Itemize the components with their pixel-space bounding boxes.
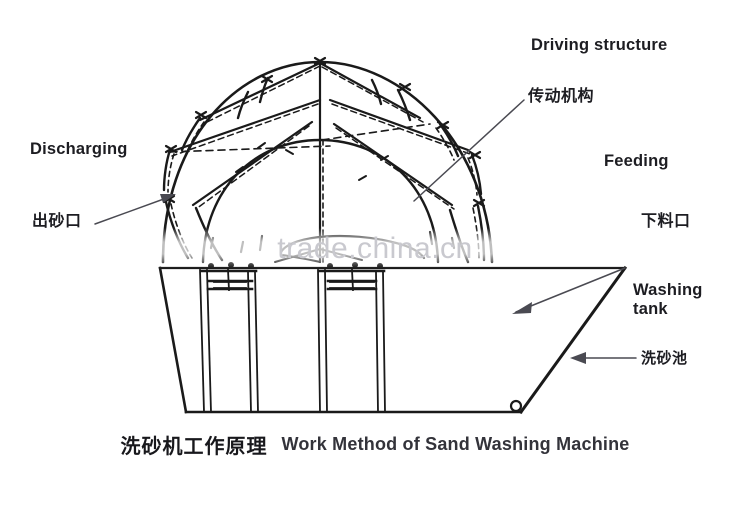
spoke-4-dash: [321, 66, 424, 123]
blade-top-1: [236, 90, 250, 120]
leader-feeding: [515, 267, 626, 313]
caption-cn: 洗砂机工作原理: [120, 434, 268, 458]
label-driving-structure-cn: 传动机构: [528, 86, 595, 105]
splash-ticks: [209, 230, 456, 254]
tank-left-wall: [158, 266, 188, 414]
blade-left-4: [194, 206, 224, 262]
label-discharging-en: Discharging: [30, 140, 128, 158]
diagram-caption: 洗砂机工作原理 Work Method of Sand Washing Machi…: [0, 430, 750, 459]
caption-en: Work Method of Sand Washing Machine: [281, 434, 630, 454]
spoke-6-dash: [335, 127, 455, 210]
spoke-tick-marks: [235, 142, 389, 181]
label-feeding-en: Feeding: [604, 152, 669, 170]
spoke-2-dash: [171, 103, 319, 157]
label-discharging-cn: 出砂口: [32, 211, 82, 230]
spoke-4: [318, 61, 422, 120]
hub-brace-right: [319, 248, 363, 261]
label-washing-tank-en: Washing tank: [633, 281, 703, 320]
blade-right-1b: [435, 127, 455, 161]
leader-driving: [413, 99, 525, 202]
blade-right-2b: [467, 157, 478, 196]
tank-drain-port: [509, 399, 523, 413]
spoke-2: [168, 98, 322, 154]
blade-left-3: [164, 200, 190, 260]
leader-washtank-arrow: [570, 352, 586, 364]
blade-left-2b: [167, 153, 175, 193]
blade-left-1b: [185, 121, 205, 155]
rim-joint-markers: [162, 56, 486, 208]
spoke-3: [191, 120, 314, 207]
blade-right-2: [470, 153, 483, 196]
tank-column-left: [199, 269, 259, 413]
tank-right-wall: [518, 265, 628, 415]
leader-discharging: [94, 195, 173, 225]
tank-column-right: [317, 269, 386, 413]
label-washing-tank-line1: Washing: [633, 281, 703, 299]
blade-top-3: [370, 78, 383, 106]
bucket-wheel-group: [161, 56, 494, 264]
blade-left-2: [162, 148, 172, 192]
tank-column-left-cap: [199, 269, 258, 291]
wheel-chord-dashed-2: [321, 123, 431, 141]
spoke-1: [198, 61, 322, 122]
wheel-chord-dashed: [169, 145, 331, 153]
spoke-6: [332, 122, 454, 207]
label-washing-tank-cn: 洗砂池: [641, 349, 688, 367]
leader-lines-group: [94, 99, 637, 364]
blade-left-1: [180, 116, 202, 152]
label-driving-structure-en: Driving structure: [531, 36, 668, 54]
spoke-3-dash: [195, 125, 310, 210]
blade-right-3b: [472, 207, 480, 261]
leader-feeding-arrow: [512, 302, 532, 314]
blade-right-3: [476, 204, 486, 262]
label-feeding-cn: 下料口: [641, 211, 691, 230]
label-washing-tank-line2: tank: [633, 300, 668, 319]
wheel-outer-rim: [161, 60, 494, 264]
leader-discharging-arrow: [160, 194, 176, 203]
spoke-5: [328, 98, 470, 152]
blade-right-4: [448, 208, 470, 264]
spoke-5-dash: [331, 103, 471, 155]
blade-top-4: [396, 88, 412, 122]
washing-tank-group: [158, 262, 628, 415]
tank-column-right-cap: [317, 269, 386, 291]
